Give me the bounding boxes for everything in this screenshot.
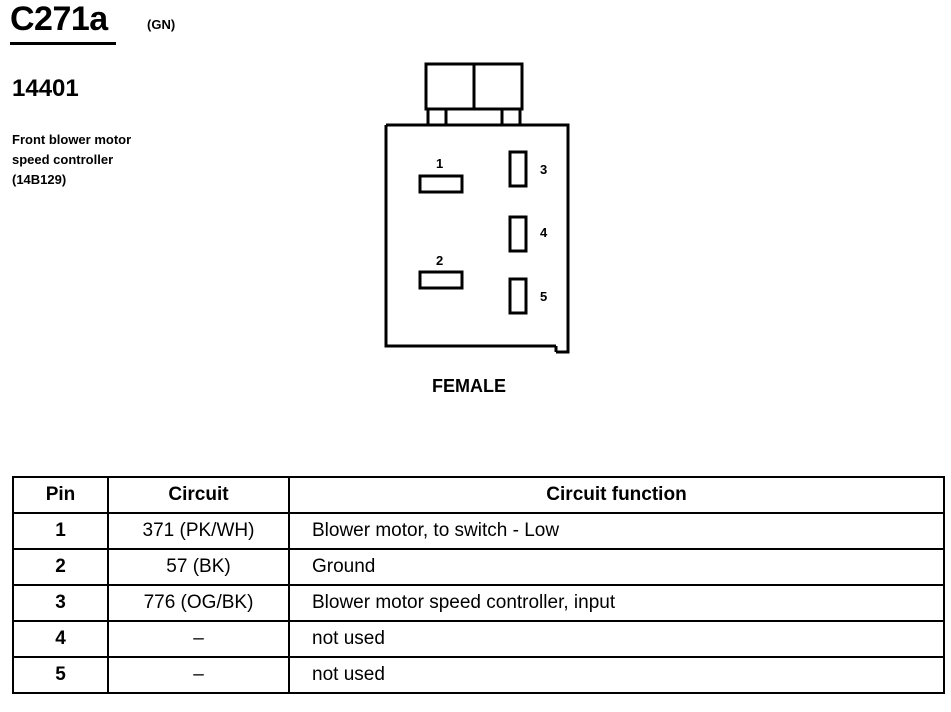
pin-4-label: 4 — [540, 225, 548, 240]
circuit-cell: 57 (BK) — [107, 548, 290, 586]
connector-body — [384, 123, 570, 354]
color-code: (GN) — [147, 17, 176, 32]
pin-cell: 1 — [12, 512, 109, 550]
table-row: 2 57 (BK) Ground — [12, 548, 945, 586]
function-cell: Ground — [288, 548, 945, 586]
pin-2-label: 2 — [436, 253, 443, 268]
function-cell: not used — [288, 656, 945, 694]
table-row: 5 – not used — [12, 656, 945, 694]
description-line: (14B129) — [12, 172, 67, 187]
pin-1-label: 1 — [436, 156, 443, 171]
connector-id: C271a — [10, 0, 108, 38]
header-circuit-function: Circuit function — [288, 476, 945, 514]
description-line: speed controller — [12, 152, 114, 167]
pin-cell: 3 — [12, 584, 109, 622]
function-cell: Blower motor, to switch - Low — [288, 512, 945, 550]
title-underline — [10, 42, 116, 45]
table-header-row: Pin Circuit Circuit function — [12, 476, 945, 514]
circuit-cell: 776 (OG/BK) — [107, 584, 290, 622]
circuit-cell: 371 (PK/WH) — [107, 512, 290, 550]
connector-gender-label: FEMALE — [432, 376, 506, 396]
pin-3-label: 3 — [540, 162, 547, 177]
pin-3-terminal — [508, 150, 528, 188]
function-cell: not used — [288, 620, 945, 658]
component-description: Front blower motor speed controller (14B… — [12, 130, 131, 190]
connector-face-diagram: 1 2 3 4 5 — [384, 62, 570, 354]
description-line: Front blower motor — [12, 132, 132, 147]
pin-cell: 4 — [12, 620, 109, 658]
circuit-cell: – — [107, 656, 290, 694]
pin-5-label: 5 — [540, 289, 547, 304]
pinout-table: Pin Circuit Circuit function 1 371 (PK/W… — [12, 476, 945, 694]
table-row: 3 776 (OG/BK) Blower motor speed control… — [12, 584, 945, 622]
circuit-cell: – — [107, 620, 290, 658]
function-cell: Blower motor speed controller, input — [288, 584, 945, 622]
table-row: 4 – not used — [12, 620, 945, 658]
pin-cell: 2 — [12, 548, 109, 586]
pin-cell: 5 — [12, 656, 109, 694]
pin-4-terminal — [508, 215, 528, 253]
header-circuit: Circuit — [107, 476, 290, 514]
table-row: 1 371 (PK/WH) Blower motor, to switch - … — [12, 512, 945, 550]
header-pin: Pin — [12, 476, 109, 514]
pin-2-terminal — [418, 270, 464, 290]
part-number: 14401 — [12, 75, 79, 102]
latch-foot-left — [426, 107, 448, 127]
latch-foot-right — [500, 107, 522, 127]
pin-1-terminal — [418, 174, 464, 194]
pin-5-terminal — [508, 277, 528, 315]
